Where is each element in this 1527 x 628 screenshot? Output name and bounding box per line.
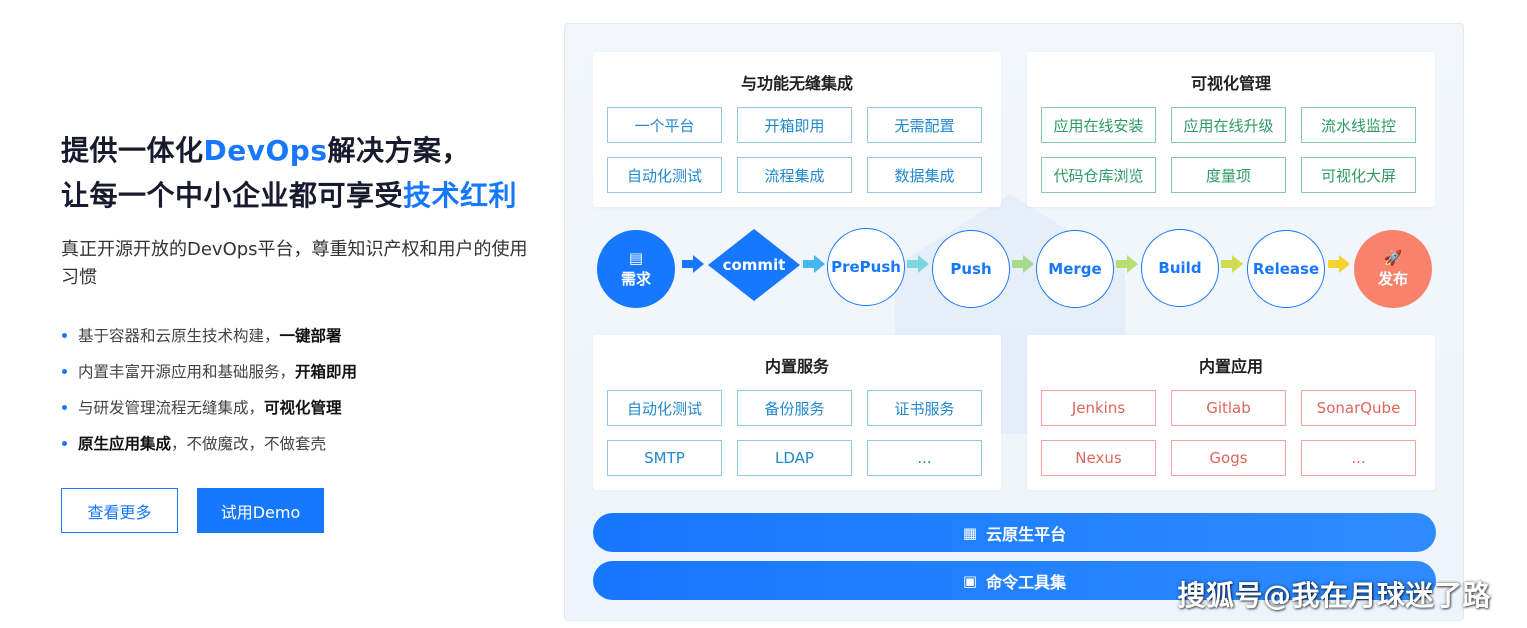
- tag: ...: [867, 440, 982, 476]
- tag: 开箱即用: [737, 107, 852, 143]
- tag: Jenkins: [1041, 390, 1156, 426]
- pipeline-step-release: Release: [1247, 230, 1325, 308]
- cli-tools-bar: ▣ 命令工具集: [593, 561, 1436, 600]
- tag: 流程集成: [737, 157, 852, 193]
- tag: 度量项: [1171, 157, 1286, 193]
- watermark-credit: 搜狐号@我在月球迷了路: [1177, 579, 1491, 612]
- panel-title: 内置应用: [1198, 357, 1263, 376]
- feature-item: 内置丰富开源应用和基础服务，开箱即用: [61, 354, 541, 390]
- tag: 流水线监控: [1301, 107, 1416, 143]
- tag-grid: Jenkins Gitlab SonarQube Nexus Gogs ...: [1041, 390, 1416, 476]
- headline: 提供一体化DevOps解决方案， 让每一个中小企业都可享受技术红利: [61, 128, 541, 218]
- devops-diagram: 与功能无缝集成 一个平台 开箱即用 无需配置 自动化测试 流程集成 数据集成 可…: [564, 23, 1464, 621]
- server-icon: ▦: [962, 523, 978, 542]
- tag-grid: 应用在线安装 应用在线升级 流水线监控 代码仓库浏览 度量项 可视化大屏: [1041, 107, 1416, 193]
- tag: 数据集成: [867, 157, 982, 193]
- headline-line2: 让每一个中小企业都可享受技术红利: [61, 179, 518, 212]
- panel-visual-management: 可视化管理 应用在线安装 应用在线升级 流水线监控 代码仓库浏览 度量项 可视化…: [1027, 52, 1435, 207]
- tag-grid: 一个平台 开箱即用 无需配置 自动化测试 流程集成 数据集成: [607, 107, 982, 193]
- pipeline-flow: ▤ 需求 commit PrePush Push Merge Build Rel…: [565, 224, 1463, 314]
- feature-list: 基于容器和云原生技术构建，一键部署 内置丰富开源应用和基础服务，开箱即用 与研发…: [61, 318, 541, 462]
- pipeline-step-merge: Merge: [1036, 230, 1114, 308]
- tag: 备份服务: [737, 390, 852, 426]
- arrow-icon: [682, 255, 704, 273]
- try-demo-button[interactable]: 试用Demo: [197, 488, 324, 533]
- panel-title: 内置服务: [764, 357, 829, 376]
- tag: Gogs: [1171, 440, 1286, 476]
- view-more-button[interactable]: 查看更多: [61, 488, 178, 533]
- intro-section: 提供一体化DevOps解决方案， 让每一个中小企业都可享受技术红利 真正开源开放…: [61, 128, 541, 533]
- tag: LDAP: [737, 440, 852, 476]
- tag: 可视化大屏: [1301, 157, 1416, 193]
- panel-integration: 与功能无缝集成 一个平台 开箱即用 无需配置 自动化测试 流程集成 数据集成: [593, 52, 1001, 207]
- pipeline-step-build: Build: [1141, 229, 1219, 307]
- headline-line1: 提供一体化DevOps解决方案，: [61, 134, 471, 167]
- cloud-native-platform-bar: ▦ 云原生平台: [593, 513, 1436, 552]
- panel-builtin-apps: 内置应用 Jenkins Gitlab SonarQube Nexus Gogs…: [1027, 335, 1435, 490]
- tag: 应用在线安装: [1041, 107, 1156, 143]
- terminal-icon: ▣: [962, 571, 978, 590]
- cta-buttons: 查看更多 试用Demo: [61, 488, 324, 533]
- arrow-icon: [1328, 255, 1350, 273]
- arrow-icon: [1221, 255, 1243, 273]
- arrow-icon: [907, 255, 929, 273]
- arrow-icon: [1116, 255, 1138, 273]
- tag: 一个平台: [607, 107, 722, 143]
- tag: 证书服务: [867, 390, 982, 426]
- feature-item: 原生应用集成，不做魔改，不做套壳: [61, 426, 541, 462]
- pipeline-commit-node: commit: [708, 229, 800, 301]
- panel-title: 与功能无缝集成: [740, 74, 853, 93]
- arrow-icon: [1012, 255, 1034, 273]
- panel-title: 可视化管理: [1190, 74, 1271, 93]
- tag: Nexus: [1041, 440, 1156, 476]
- feature-item: 与研发管理流程无缝集成，可视化管理: [61, 390, 541, 426]
- pipeline-step-prepush: PrePush: [827, 228, 905, 306]
- feature-item: 基于容器和云原生技术构建，一键部署: [61, 318, 541, 354]
- tag: SMTP: [607, 440, 722, 476]
- tag: Gitlab: [1171, 390, 1286, 426]
- arrow-icon: [803, 255, 825, 273]
- rocket-icon: 🚀: [1383, 248, 1403, 267]
- tag: SonarQube: [1301, 390, 1416, 426]
- pipeline-end-node: 🚀 发布: [1354, 230, 1432, 308]
- pipeline-step-push: Push: [932, 230, 1010, 308]
- pipeline-start-node: ▤ 需求: [597, 230, 675, 308]
- tag: 应用在线升级: [1171, 107, 1286, 143]
- tag: 自动化测试: [607, 390, 722, 426]
- clipboard-icon: ▤: [628, 248, 644, 267]
- tag: 自动化测试: [607, 157, 722, 193]
- panel-builtin-services: 内置服务 自动化测试 备份服务 证书服务 SMTP LDAP ...: [593, 335, 1001, 490]
- tag: 代码仓库浏览: [1041, 157, 1156, 193]
- subtitle: 真正开源开放的DevOps平台，尊重知识产权和用户的使用习惯: [61, 239, 528, 288]
- tag-grid: 自动化测试 备份服务 证书服务 SMTP LDAP ...: [607, 390, 982, 476]
- tag: ...: [1301, 440, 1416, 476]
- tag: 无需配置: [867, 107, 982, 143]
